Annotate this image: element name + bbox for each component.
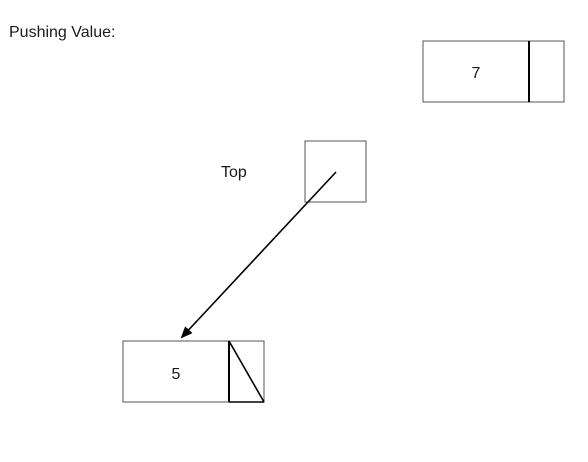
new-node-next-box bbox=[528, 40, 565, 103]
diagram-title: Pushing Value: bbox=[9, 24, 116, 41]
null-pointer-diagonal bbox=[228, 340, 265, 403]
top-pointer-arrow bbox=[180, 171, 337, 339]
existing-node: 5 bbox=[122, 340, 265, 403]
new-node-value-box bbox=[422, 40, 530, 103]
top-pointer-box bbox=[304, 140, 367, 203]
new-node-value: 7 bbox=[472, 65, 481, 82]
top-pointer-label: Top bbox=[221, 164, 247, 181]
existing-node-value: 5 bbox=[172, 366, 181, 383]
existing-node-value-box bbox=[122, 340, 230, 403]
new-node: 7 bbox=[422, 40, 565, 103]
